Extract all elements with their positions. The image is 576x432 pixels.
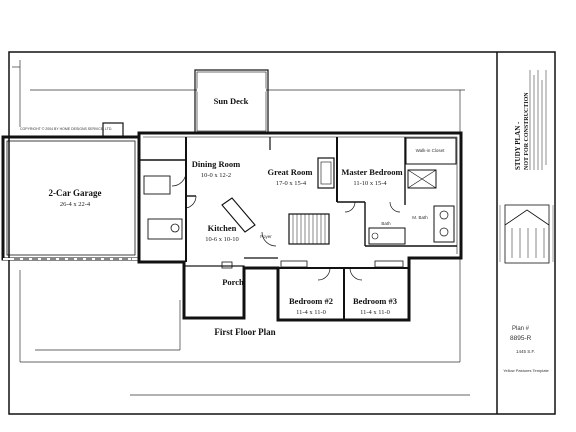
porch [183,265,245,319]
foyer-label: Foyer [260,234,272,239]
title-footer: Yellow Pastures Template [503,368,549,373]
plan-label: Plan # [512,326,530,332]
sun-deck-label: Sun Deck [214,96,249,106]
dining-room-dims: 10-0 x 12-2 [201,172,231,179]
garage-dims: 26-4 x 22-4 [60,201,91,208]
kitchen-dims: 10-6 x 10-10 [205,236,239,243]
door-swings [171,171,401,281]
fine-print [529,70,547,170]
plan-number: 8895-R [510,335,532,342]
walkin-closet-label: Walk-in Closet [416,148,446,153]
title-heading-line1: STUDY PLAN - [514,121,522,170]
bedroom-2-label: Bedroom #2 [289,296,333,306]
dining-room-label: Dining Room [192,159,240,169]
contact-lines [499,205,554,262]
title-heading-line2: NOT FOR CONSTRUCTION [524,92,530,170]
master-bath-label: M. Bath [412,215,428,220]
master-bedroom-label: Master Bedroom [341,167,402,177]
company-logo [504,204,550,264]
great-room-dims: 17-0 x 15-4 [276,180,307,187]
sheet-border [8,51,556,415]
garage-label: 2-Car Garage [48,188,101,198]
bath-label: Bath [381,221,391,226]
copyright-text: COPYRIGHT © 2004 BY HOME DESIGNS SERVICE… [20,127,112,131]
plan-title: First Floor Plan [214,327,275,337]
bedroom-3-dims: 11-4 x 11-0 [360,309,390,316]
house-walls [137,131,463,322]
master-bedroom-dims: 11-10 x 15-4 [353,180,387,187]
kitchen-label: Kitchen [208,223,237,233]
plan-area: 1445 S.F. [516,349,535,354]
great-room-label: Great Room [268,167,313,177]
bedroom-3-label: Bedroom #3 [353,296,397,306]
bedroom-2-dims: 11-4 x 11-0 [296,309,326,316]
porch-label: Porch [222,277,244,287]
title-block: STUDY PLAN - NOT FOR CONSTRUCTION Plan #… [499,70,554,373]
